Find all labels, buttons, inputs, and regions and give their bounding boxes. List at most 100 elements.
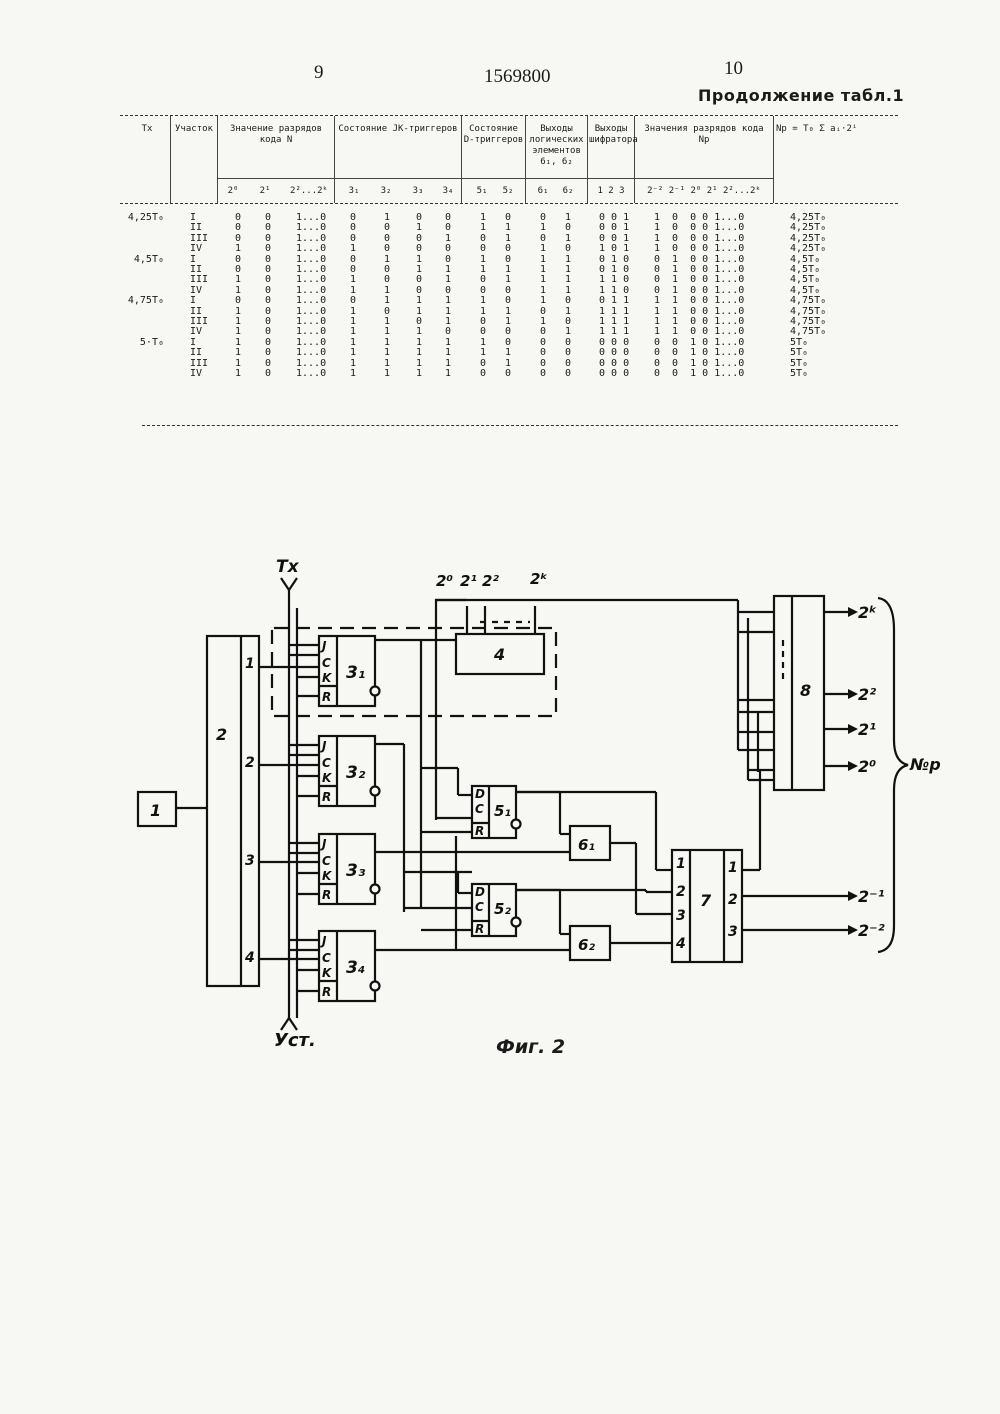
ff32-c: C [322,756,331,770]
reset-label: Уст. [274,1030,316,1051]
jk-34-label: 3₄ [346,958,365,978]
d-52-label: 5₂ [494,900,511,918]
ff32-j: J [320,739,327,753]
cell-l2: 0 [565,369,571,379]
col-np: Nр = T₀ Σ aᵢ·2ⁱ [776,124,896,135]
bit-top-0: 2⁰ [436,572,453,590]
ff52-d: D [475,885,485,899]
block-2-out-3: 3 [245,853,255,869]
sub-n1: 2¹ [254,186,276,197]
jk-32-label: 3₂ [346,763,366,783]
ff33-c: C [322,854,331,868]
cell-n1: 0 [265,369,271,379]
sub-code-np: 2⁻² 2⁻¹ 2⁰ 2¹ 2²...2ᵏ [638,186,770,197]
cell-tx: 4,25T₀ [126,213,164,223]
col-encoder: Выходы шифратора [589,124,633,146]
ff33-k: K [322,869,333,883]
ff34-j: J [320,934,327,948]
sub-j4: 3₄ [436,186,460,197]
block-2-out-2: 2 [245,755,255,771]
block-2-label: 2 [216,725,227,744]
sub-l2: 6₂ [558,186,578,197]
out-2m1: 2⁻¹ [858,887,885,906]
cell-j1: 1 [350,369,356,379]
b7-in-1: 1 [676,856,686,872]
out-2k: 2ᵏ [858,603,877,622]
col-logic: Выходы логических элементов 6₁, 6₂ [527,124,586,168]
out-21: 2¹ [858,720,876,739]
cell-tx: 4,75T₀ [126,296,164,306]
ff31-k: K [322,671,333,685]
cell-res: 5T₀ [790,369,808,379]
ff31-c: C [322,656,331,670]
bit-top-k: 2ᵏ [530,570,548,588]
jk-31-label: 3₁ [346,663,365,683]
block-2-out-4: 4 [244,950,255,966]
d-51-label: 5₁ [494,802,511,820]
block-1-label: 1 [150,801,161,820]
np-label: №р [909,755,941,774]
patent-number: 1569800 [484,66,551,88]
sub-enc: 1 2 3 [590,186,632,197]
cell-tx: 4,5T₀ [126,255,164,265]
col-code-n: Значение разрядов кода N [220,124,332,146]
sub-l1: 6₁ [533,186,553,197]
out-2m2: 2⁻² [858,921,885,940]
b7-out-3: 3 [728,924,738,940]
block-2-out-1: 1 [245,656,255,672]
sub-d2: 5₂ [498,186,518,197]
page-number-right: 10 [724,58,743,80]
cell-enc: 0 0 0 [599,369,629,379]
cell-j2: 1 [384,369,390,379]
cell-l1: 0 [540,369,546,379]
ff51-c: C [475,802,484,816]
b7-in-4: 4 [675,936,686,952]
block-8-label: 8 [800,681,811,700]
ff34-r: R [322,985,331,999]
figure-caption: Фиг. 2 [496,1036,565,1058]
cell-tx: 5·T₀ [126,338,164,348]
ff31-r: R [322,690,331,704]
out-22: 2² [858,685,876,704]
b7-out-2: 2 [728,892,738,908]
continuation-heading: Продолжение табл.1 [698,86,904,105]
circuit-diagram: Tx Уст. 2⁰ 2¹ 2² 2ᵏ 1 2 1 2 3 4 J C K R … [0,540,1000,1080]
ff51-r: R [475,824,484,838]
ff33-j: J [320,837,327,851]
cell-np: 0 0 1 0 1...0 [654,369,744,379]
block-4-label: 4 [493,645,505,664]
col-jk: Состояние JK-триггеров [337,124,459,135]
sub-d1: 5₁ [472,186,492,197]
ff32-k: K [322,771,333,785]
cell-j4: 1 [445,369,451,379]
col-section: Участок [172,124,216,135]
tx-input-label: Tx [276,557,300,577]
page-number-left: 9 [314,62,324,84]
ff52-r: R [475,922,484,936]
ff32-r: R [322,790,331,804]
sub-nk: 2²...2ᵏ [286,186,332,197]
col-code-np: Значения разрядов кода Nр [637,124,771,146]
sub-j1: 3₁ [342,186,366,197]
out-20: 2⁰ [858,757,876,776]
b7-in-2: 2 [676,884,686,900]
sub-n0: 2⁰ [222,186,244,197]
b7-out-1: 1 [728,860,738,876]
ff33-r: R [322,888,331,902]
col-d: Состояние D-триггеров [463,124,524,146]
col-tx: Tx [128,124,166,135]
b7-in-3: 3 [676,908,686,924]
ff34-k: K [322,966,333,980]
gate-62-label: 6₂ [578,936,595,954]
sub-j2: 3₂ [374,186,398,197]
cell-j3: 1 [416,369,422,379]
block-7-label: 7 [700,891,712,910]
ff51-d: D [475,787,485,801]
cell-sec: IV [190,369,202,379]
ff52-c: C [475,900,484,914]
cell-nk: 1...0 [296,369,326,379]
ff31-j: J [320,639,327,653]
gate-61-label: 6₁ [578,836,595,854]
cell-d2: 0 [505,369,511,379]
jk-33-label: 3₃ [346,861,366,881]
